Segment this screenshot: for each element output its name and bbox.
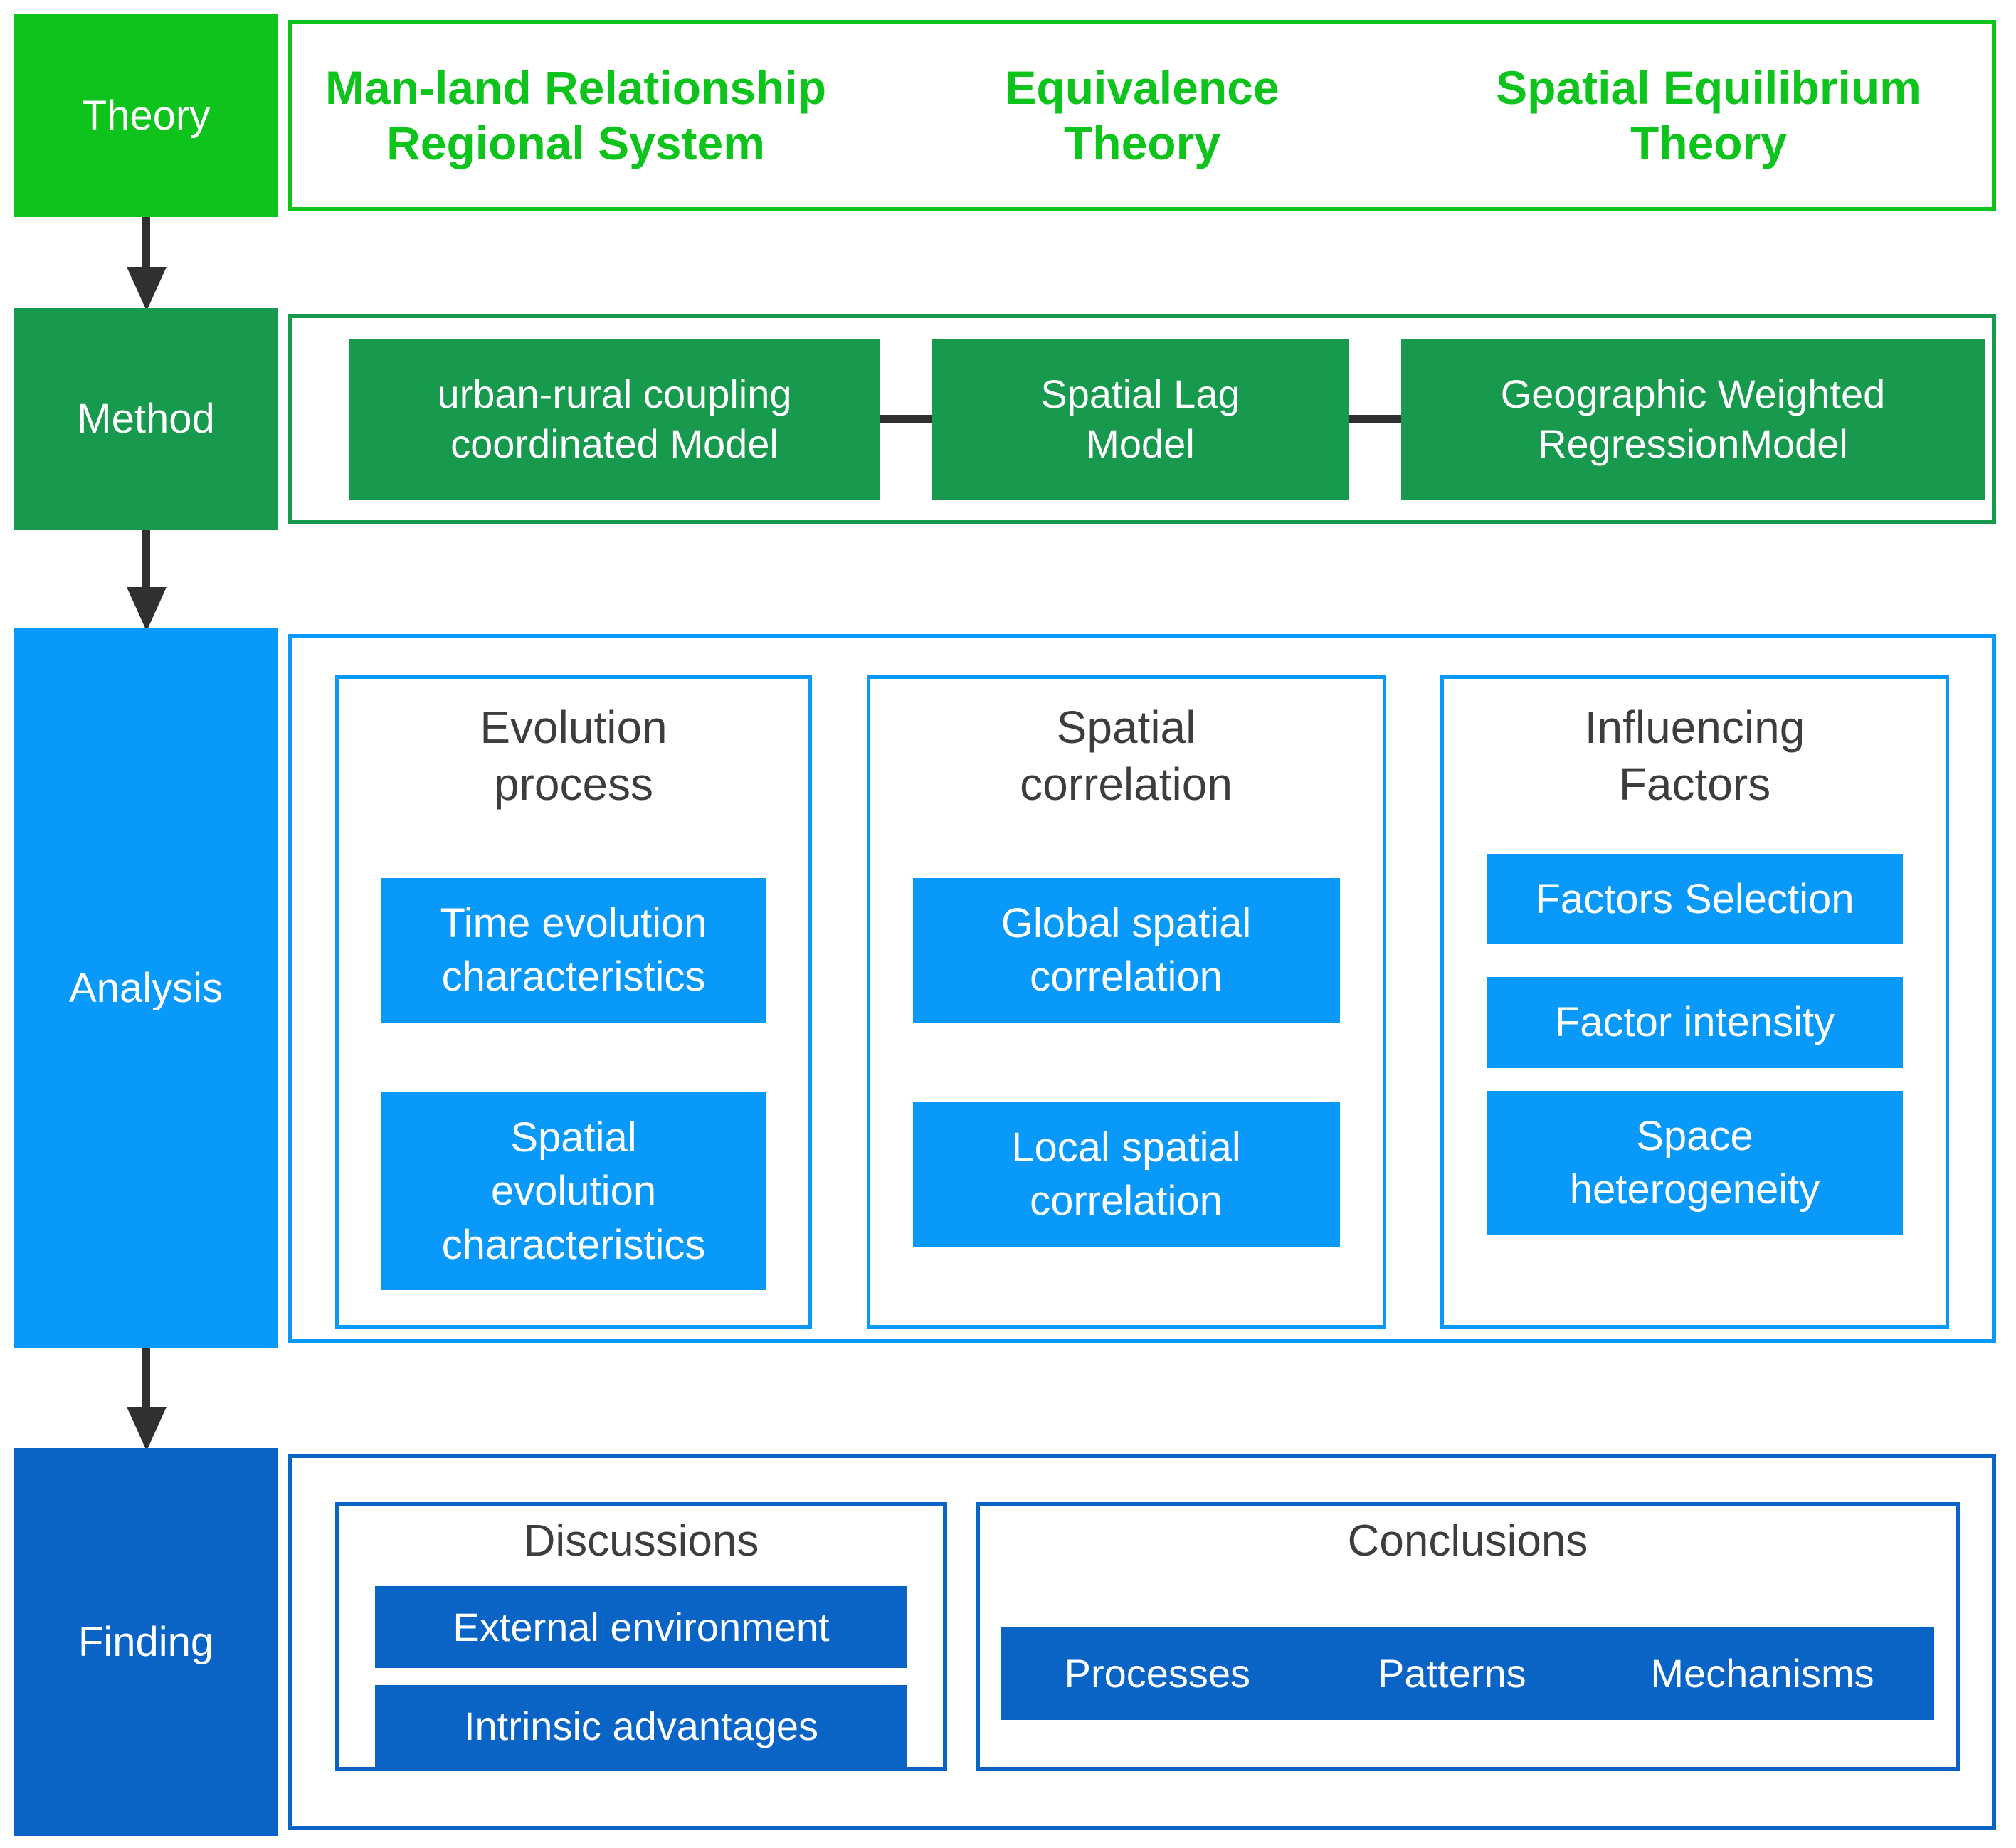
analysis-group-influencing-factors: Influencing Factors Factors Selection Fa… <box>1440 675 1949 1329</box>
finding-item-external-environment: External environment <box>375 1585 907 1668</box>
flow-arrow-analysis-finding <box>14 1346 1996 1451</box>
conclusion-item-patterns: Patterns <box>1313 1627 1590 1720</box>
analysis-group-evolution-process: Evolution process Time evolution charact… <box>335 675 812 1329</box>
conclusion-item-mechanisms: Mechanisms <box>1590 1627 1934 1720</box>
analysis-container: Evolution process Time evolution charact… <box>288 634 1996 1343</box>
analysis-item-local-spatial-correlation: Local spatial correlation <box>912 1102 1340 1247</box>
analysis-label: Analysis <box>14 628 278 1348</box>
analysis-item-spatial-evolution-characteristics: Spatial evolution characteristics <box>381 1092 766 1290</box>
theory-container: Man-land Relationship Regional System Eq… <box>288 20 1996 211</box>
arrow-shaft <box>142 527 150 593</box>
arrow-head <box>127 587 167 631</box>
method-connector-line <box>880 415 932 423</box>
theory-item-spatial-equilibrium-theory: Spatial Equilibrium Theory <box>1496 60 1921 169</box>
finding-group-conclusions: Conclusions Processes Patterns Mechanism… <box>976 1502 1960 1771</box>
analysis-group-spatial-correlation: Spatial correlation Global spatial corre… <box>866 675 1386 1329</box>
theory-row: Man-land Relationship Regional System Eq… <box>14 14 1996 217</box>
group-title: Influencing Factors <box>1584 702 1805 810</box>
method-item-gwr-model: Geographic Weighted RegressionModel <box>1401 339 1985 500</box>
conclusion-item-processes: Processes <box>1001 1627 1314 1720</box>
arrow-shaft <box>142 1346 150 1413</box>
conclusion-items-row: Processes Patterns Mechanisms <box>1001 1627 1934 1720</box>
finding-group-discussions: Discussions External environment Intrins… <box>335 1502 947 1771</box>
analysis-item-time-evolution-characteristics: Time evolution characteristics <box>381 878 766 1023</box>
analysis-row: Evolution process Time evolution charact… <box>14 628 1996 1348</box>
group-title: Spatial correlation <box>1020 702 1233 810</box>
group-title: Discussions <box>523 1516 759 1565</box>
finding-container: Discussions External environment Intrins… <box>288 1454 1996 1830</box>
theory-label: Theory <box>14 14 278 217</box>
theory-item-man-land-relationship: Man-land Relationship Regional System <box>324 60 827 169</box>
arrow-head <box>127 1407 167 1451</box>
method-container: urban-rural coupling coordinated Model S… <box>288 314 1996 524</box>
analysis-item-factors-selection: Factors Selection <box>1487 854 1903 945</box>
analysis-item-factor-intensity: Factor intensity <box>1487 977 1903 1068</box>
method-row: urban-rural coupling coordinated Model S… <box>14 308 1996 530</box>
analysis-item-global-spatial-correlation: Global spatial correlation <box>912 878 1340 1023</box>
flow-arrow-method-analysis <box>14 527 1996 631</box>
arrow-shaft <box>142 214 150 273</box>
analysis-item-space-heterogeneity: Space heterogeneity <box>1487 1090 1903 1235</box>
method-connector-line <box>1349 415 1401 423</box>
group-title: Conclusions <box>1347 1516 1588 1565</box>
method-item-coupling-coordinated-model: urban-rural coupling coordinated Model <box>349 339 880 500</box>
theory-item-equivalence-theory: Equivalence Theory <box>1005 60 1279 169</box>
arrow-head <box>127 267 167 311</box>
finding-row: Discussions External environment Intrins… <box>14 1448 1996 1836</box>
group-title: Evolution process <box>480 702 667 810</box>
finding-item-intrinsic-advantages: Intrinsic advantages <box>375 1684 907 1767</box>
method-item-spatial-lag-model: Spatial Lag Model <box>932 339 1349 500</box>
flow-arrow-theory-method <box>14 214 1996 311</box>
method-label: Method <box>14 308 278 530</box>
finding-label: Finding <box>14 1448 278 1836</box>
